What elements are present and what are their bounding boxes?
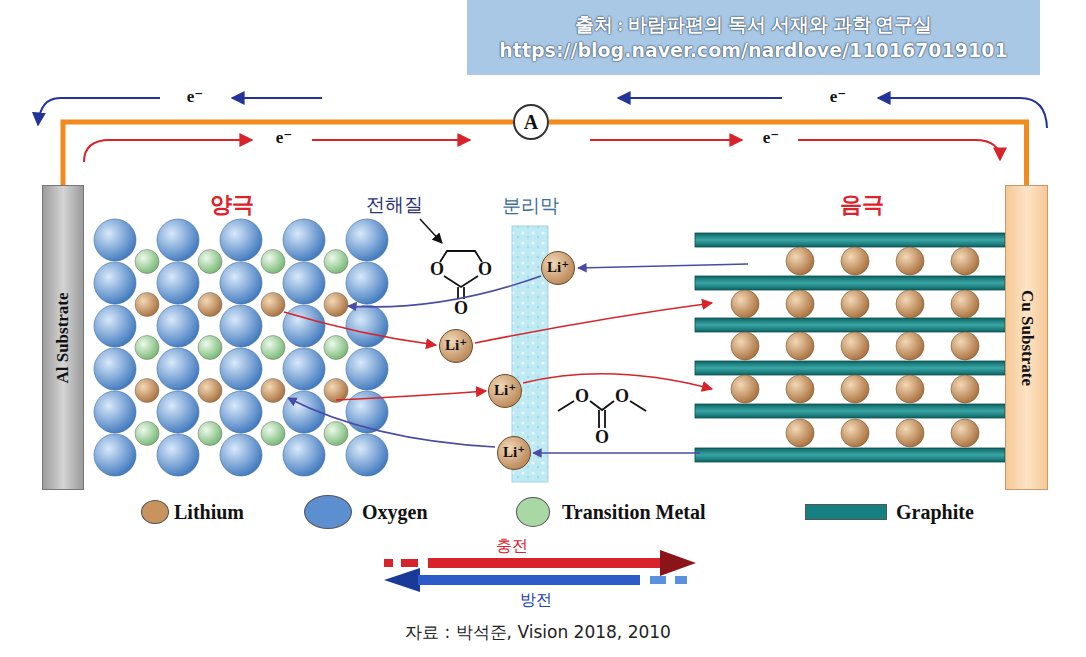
separator-label: 분리막 <box>502 195 559 216</box>
lithium-ion: Li⁺ <box>541 251 575 285</box>
ammeter-symbol: A <box>513 104 549 140</box>
charge-label: 충전 <box>496 537 528 555</box>
electron-label: e⁻ <box>763 129 780 148</box>
legend-text: Oxygen <box>362 501 428 524</box>
lithium-ion: Li⁺ <box>488 374 522 408</box>
oxygen-atom: O <box>615 387 629 407</box>
aluminium-substrate: Al Substrate <box>42 185 84 490</box>
node-label: Cu Substrate <box>1015 290 1037 386</box>
node-label: Li⁺ <box>547 258 569 278</box>
source-note: 출처 : 바람파편의 독서 서재와 과학 연구실 <box>575 13 933 38</box>
node-label: A <box>524 109 538 135</box>
lithium-ion: Li⁺ <box>497 436 531 470</box>
oxygen-atom: O <box>478 260 492 280</box>
electron-label: e⁻ <box>187 88 204 107</box>
legend-swatch <box>141 500 169 524</box>
oxygen-atom: O <box>575 387 589 407</box>
oxygen-atom: O <box>595 428 609 448</box>
electrolyte-label: 전해질 <box>366 194 423 215</box>
legend-swatch <box>304 495 352 529</box>
legend-text: Lithium <box>174 501 244 524</box>
electron-label: e⁻ <box>276 129 293 148</box>
legend-swatch <box>805 504 887 520</box>
electron-label: e⁻ <box>830 88 847 107</box>
source-caption: 자료 : 박석준, Vision 2018, 2010 <box>405 623 671 642</box>
wire <box>63 122 513 185</box>
node-label: Li⁺ <box>494 381 516 401</box>
cathode-label: 양극 <box>210 193 254 217</box>
node-label: Al Substrate <box>52 292 74 383</box>
legend-text: Transition Metal <box>562 501 706 524</box>
node-label: Li⁺ <box>503 443 525 463</box>
source-url: https://blog.naver.com/nardlove/11016701… <box>499 38 1007 63</box>
wire <box>549 122 1027 185</box>
copper-substrate: Cu Substrate <box>1005 185 1048 490</box>
legend-swatch <box>516 497 550 527</box>
anode-label: 음극 <box>840 193 884 217</box>
discharge-label: 방전 <box>520 591 552 609</box>
oxygen-atom: O <box>454 299 468 319</box>
legend-text: Graphite <box>896 501 974 524</box>
node-label: Li⁺ <box>445 336 467 356</box>
watermark-box: 출처 : 바람파편의 독서 서재와 과학 연구실https://blog.nav… <box>467 0 1040 75</box>
oxygen-atom: O <box>430 260 444 280</box>
lithium-ion: Li⁺ <box>439 329 473 363</box>
